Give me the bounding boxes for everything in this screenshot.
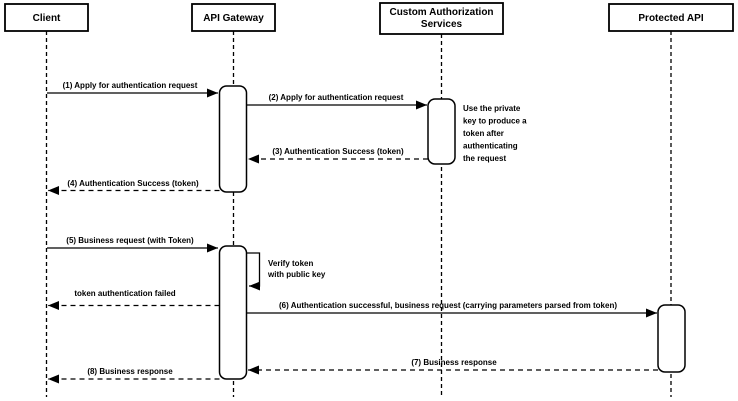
note-line-4: authenticating (463, 142, 518, 151)
participant-box-protected-api (608, 3, 734, 32)
message-1-label: (1) Apply for authentication request (63, 81, 198, 90)
participant-box-client (4, 3, 89, 32)
message-3-label: (3) Authentication Success (token) (272, 147, 404, 156)
message-self-verify-token-label-line2: with public key (267, 270, 326, 279)
participant-box-custom-authorization-services (379, 2, 504, 35)
message-self-verify-token-line (247, 252, 261, 291)
message-6-label: (6) Authentication successful, business … (279, 301, 617, 310)
participant-label-client: Client (33, 13, 61, 24)
message-5-label: (5) Business request (with Token) (66, 236, 194, 245)
activation-api-gateway-1 (218, 85, 248, 193)
message-self-verify-token-label-line1: Verify token (268, 259, 313, 268)
note-line-3: token after (463, 129, 504, 138)
participant-label-api-gateway: API Gateway (203, 13, 264, 24)
message-2-label: (2) Apply for authentication request (269, 93, 404, 102)
note-line-1: Use the private (463, 104, 521, 113)
message-7-label: (7) Business response (411, 358, 497, 367)
activation-protected-api (657, 304, 686, 373)
note-use-private-key: Use the private key to produce a token a… (463, 104, 527, 163)
participant-box-api-gateway (191, 3, 276, 32)
participant-label-custom-authorization-services-line2: Services (421, 19, 463, 30)
activation-api-gateway-2 (218, 245, 248, 380)
message-8-label: (8) Business response (87, 367, 173, 376)
note-line-2: key to produce a (463, 117, 527, 126)
message-4-label: (4) Authentication Success (token) (67, 179, 199, 188)
participant-label-protected-api: Protected API (638, 13, 703, 24)
note-line-5: the request (463, 154, 506, 163)
participant-label-custom-authorization-services-line1: Custom Authorization (389, 7, 493, 18)
activation-custom-authorization-services (427, 98, 456, 165)
message-token-failed-label: token authentication failed (74, 289, 175, 298)
